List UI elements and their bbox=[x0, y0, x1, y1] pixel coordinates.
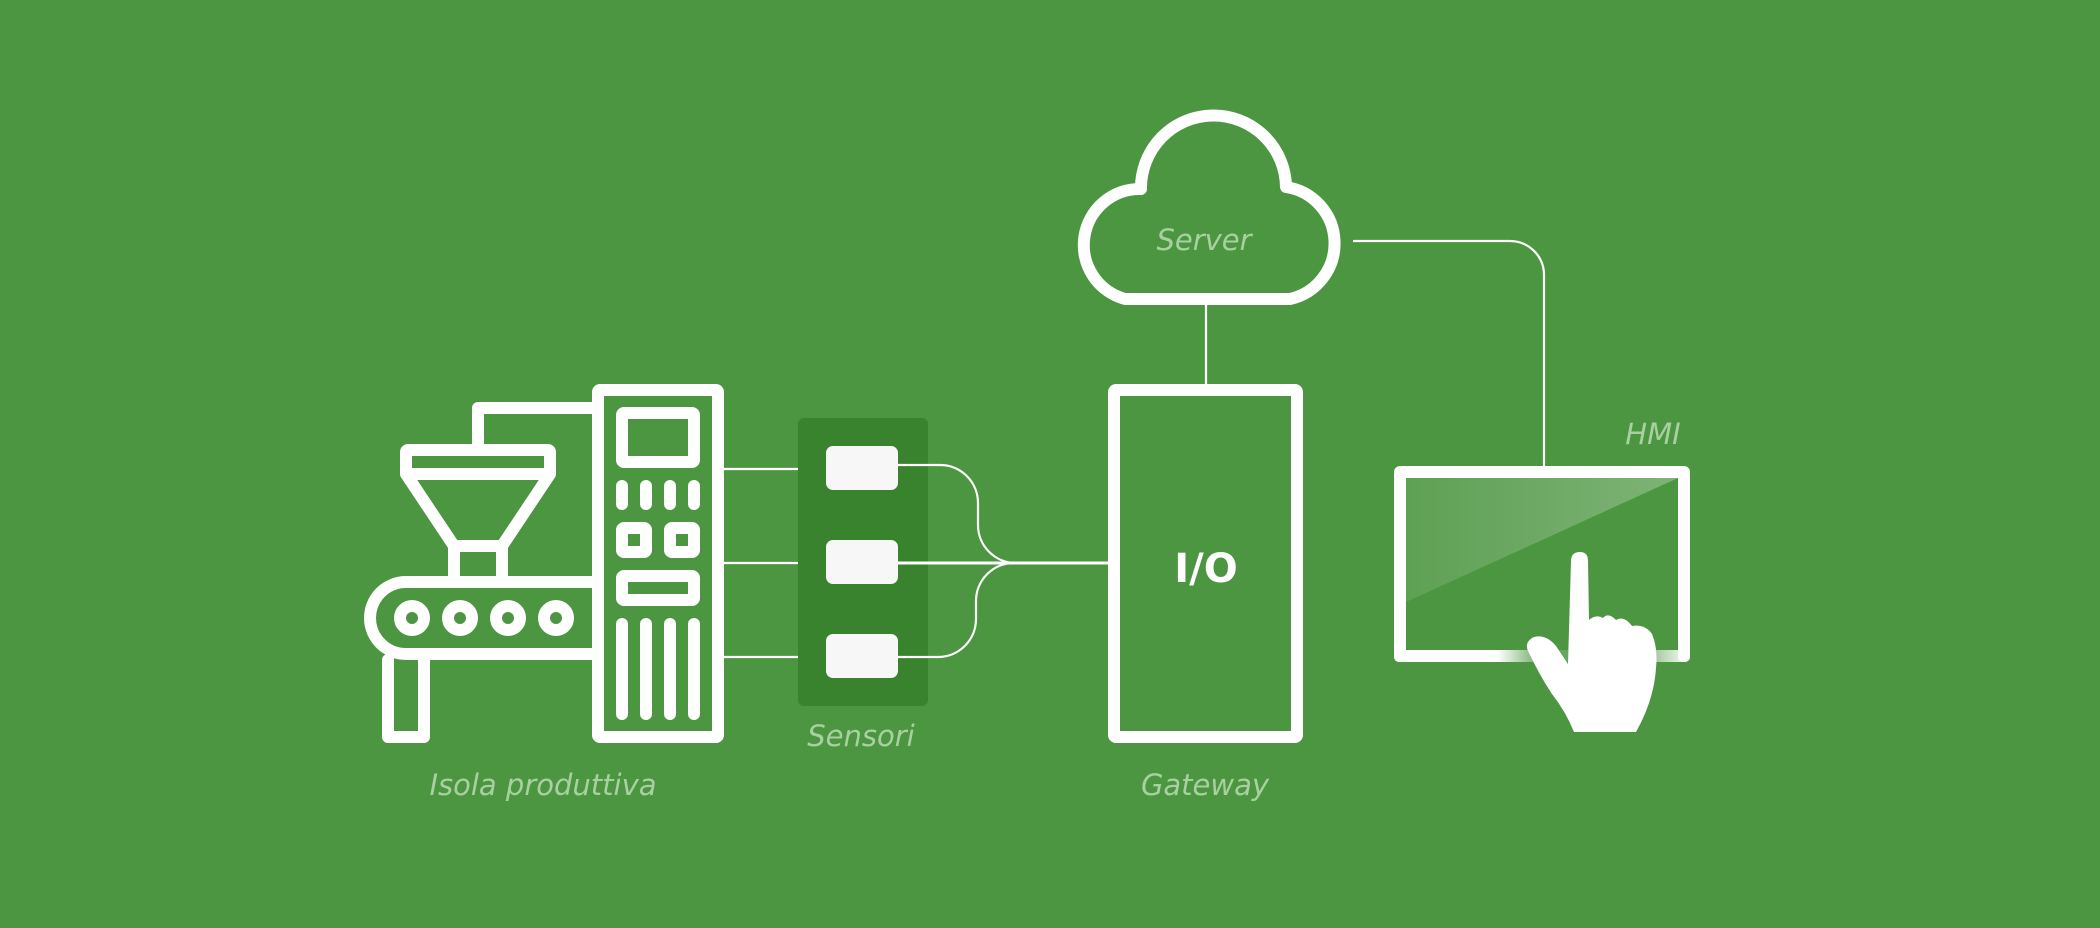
hmi: HMI bbox=[1394, 417, 1690, 732]
panel-switches bbox=[616, 480, 700, 510]
production-island-label: Isola produttiva bbox=[429, 768, 656, 802]
sensors-label: Sensori bbox=[807, 719, 914, 753]
touch-monitor-icon bbox=[1394, 466, 1690, 732]
cloud-icon bbox=[1077, 109, 1341, 305]
monitor-frame bbox=[1394, 466, 1690, 662]
panel-vents bbox=[616, 618, 700, 720]
roller bbox=[490, 600, 526, 636]
feed-pipe bbox=[472, 402, 598, 450]
hopper-funnel bbox=[400, 468, 556, 552]
pointing-hand-icon bbox=[1526, 552, 1657, 732]
wire bbox=[898, 561, 1015, 659]
conveyor-belt bbox=[364, 576, 598, 660]
gateway-label: Gateway bbox=[1141, 768, 1270, 802]
sensor-gateway-wires bbox=[898, 463, 1108, 659]
conveyor-rollers bbox=[394, 600, 574, 636]
roller bbox=[442, 600, 478, 636]
roller bbox=[538, 600, 574, 636]
server: Server bbox=[1077, 109, 1341, 305]
server-hmi-wire bbox=[1353, 239, 1546, 466]
gateway: I/O Gateway bbox=[1108, 384, 1303, 802]
panel-display bbox=[616, 570, 700, 606]
gateway-io-text: I/O bbox=[1174, 546, 1238, 592]
sensor-icon bbox=[826, 634, 898, 678]
roller bbox=[394, 600, 430, 636]
hmi-label: HMI bbox=[1625, 417, 1680, 451]
sensors-group: Sensori bbox=[798, 418, 928, 753]
screen-glare bbox=[1406, 478, 1678, 602]
panel-button bbox=[664, 522, 700, 558]
sensor-icon bbox=[826, 446, 898, 490]
control-panel bbox=[592, 384, 724, 743]
gateway-box-icon bbox=[1108, 384, 1303, 743]
factory-machine-icon bbox=[364, 384, 724, 743]
wire bbox=[898, 463, 1017, 565]
panel-screen bbox=[616, 407, 700, 468]
hopper-top bbox=[400, 444, 556, 480]
panel-button bbox=[616, 522, 652, 558]
machine-leg bbox=[382, 654, 430, 743]
sensor-icon bbox=[826, 540, 898, 584]
production-island: Isola produttiva bbox=[364, 384, 724, 802]
server-label: Server bbox=[1156, 223, 1253, 257]
